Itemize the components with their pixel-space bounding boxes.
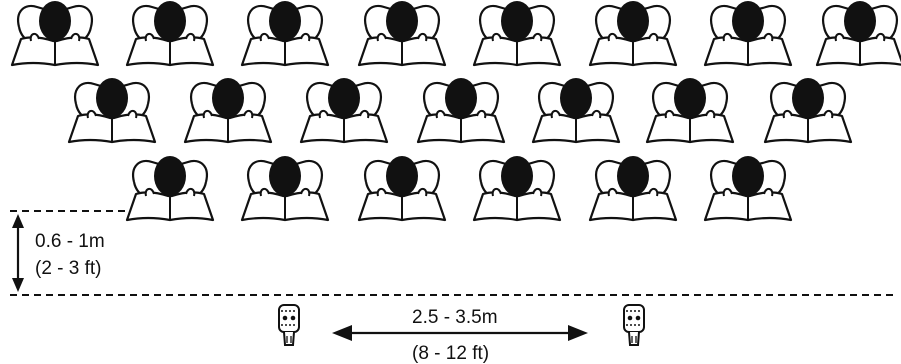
singer-icon	[357, 0, 447, 67]
middle-row	[67, 76, 853, 144]
right-microphone-icon	[623, 304, 645, 346]
singer-icon	[588, 0, 678, 67]
singer-icon	[472, 0, 562, 67]
row-distance-imperial-label: (2 - 3 ft)	[35, 258, 102, 279]
singer-icon	[703, 0, 793, 67]
singer-icon	[183, 76, 273, 144]
singer-icon	[10, 0, 100, 67]
singer-icon	[125, 154, 215, 222]
singer-icon	[703, 154, 793, 222]
left-microphone-icon	[278, 304, 300, 346]
front-row	[125, 154, 793, 222]
back-row	[10, 0, 901, 67]
singer-icon	[125, 0, 215, 67]
singer-icon	[763, 76, 853, 144]
singer-icon	[815, 0, 901, 67]
singer-icon	[357, 154, 447, 222]
singer-icon	[416, 76, 506, 144]
singer-icon	[531, 76, 621, 144]
singer-icon	[588, 154, 678, 222]
singer-icon	[299, 76, 389, 144]
mic-spacing-imperial-label: (8 - 12 ft)	[412, 343, 490, 364]
mic-spacing-metric-label: 2.5 - 3.5m	[412, 307, 498, 328]
row-distance-metric-label: 0.6 - 1m	[35, 231, 105, 252]
row-distance-double-arrow-icon	[12, 214, 24, 292]
singer-icon	[240, 0, 330, 67]
singer-icon	[240, 154, 330, 222]
singer-icon	[645, 76, 735, 144]
singer-icon	[472, 154, 562, 222]
singer-icon	[67, 76, 157, 144]
mic-spacing-double-arrow-icon	[332, 325, 588, 341]
